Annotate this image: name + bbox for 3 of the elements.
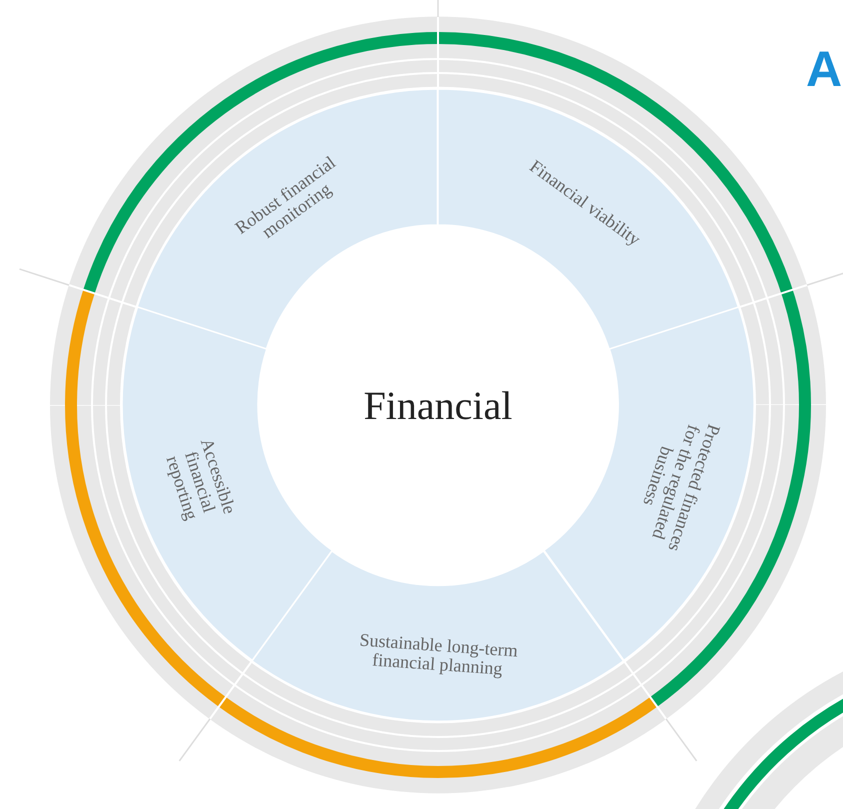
heading-fragment: A [806, 40, 842, 98]
center-title: Financial [364, 382, 512, 428]
segment-label: Sustainable long-term financial planning [358, 628, 520, 680]
